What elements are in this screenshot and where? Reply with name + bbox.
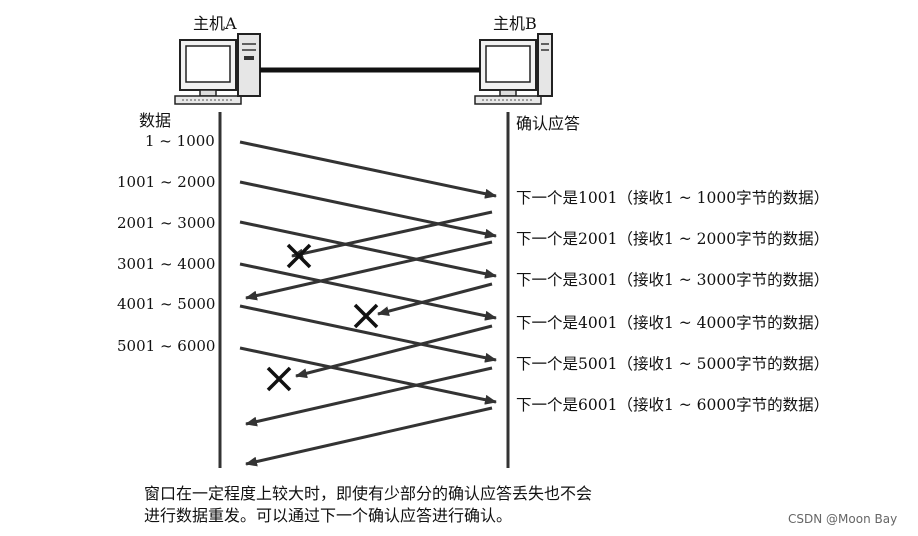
segment-label: 4001 ~ 5000 (117, 295, 216, 313)
data-column-label: 数据 (139, 111, 172, 130)
segment-arrow-6 (239, 346, 497, 405)
host-b-computer-icon (474, 33, 553, 105)
segment-arrow-5 (239, 304, 497, 363)
lost-ack-x-icon (353, 303, 379, 329)
segment-label: 1001 ~ 2000 (117, 173, 216, 191)
ack-arrow-3 (377, 282, 493, 317)
segment-arrow-3 (239, 220, 497, 279)
host-b-label: 主机B (493, 14, 537, 33)
ack-label: 下一个是3001（接收1 ~ 3000字节的数据） (516, 271, 830, 289)
ack-label: 下一个是6001（接收1 ~ 6000字节的数据） (516, 396, 830, 414)
ack-column-label: 确认应答 (516, 114, 581, 133)
segment-arrow-1 (239, 140, 497, 199)
caption: 窗口在一定程度上较大时，即使有少部分的确认应答丢失也不会 进行数据重发。可以通过… (144, 483, 684, 527)
lost-ack-x-icon (286, 243, 312, 269)
ack-arrow-5 (245, 366, 493, 427)
segment-label: 1 ~ 1000 (145, 132, 215, 150)
ack-arrow-4 (295, 324, 493, 379)
ack-label: 下一个是5001（接收1 ~ 5000字节的数据） (516, 355, 830, 373)
host-a-label: 主机A (193, 14, 237, 33)
caption-line-2: 进行数据重发。可以通过下一个确认应答进行确认。 (144, 506, 513, 525)
ack-arrow-6 (245, 406, 493, 467)
segment-arrow-4 (239, 262, 497, 321)
ack-label: 下一个是1001（接收1 ~ 1000字节的数据） (516, 189, 830, 207)
host-a-computer-icon (174, 33, 261, 105)
ack-label: 下一个是2001（接收1 ~ 2000字节的数据） (516, 230, 830, 248)
segment-label: 3001 ~ 4000 (117, 255, 216, 273)
lost-ack-x-icon (266, 366, 292, 392)
ack-label: 下一个是4001（接收1 ~ 4000字节的数据） (516, 314, 830, 332)
caption-line-1: 窗口在一定程度上较大时，即使有少部分的确认应答丢失也不会 (144, 484, 593, 503)
segment-label: 5001 ~ 6000 (117, 337, 216, 355)
segment-label: 2001 ~ 3000 (117, 214, 216, 232)
segment-arrow-2 (239, 180, 497, 239)
watermark: CSDN @Moon Bay (788, 512, 898, 526)
ack-arrow-2 (245, 240, 493, 301)
ack-arrow-1 (291, 210, 493, 259)
